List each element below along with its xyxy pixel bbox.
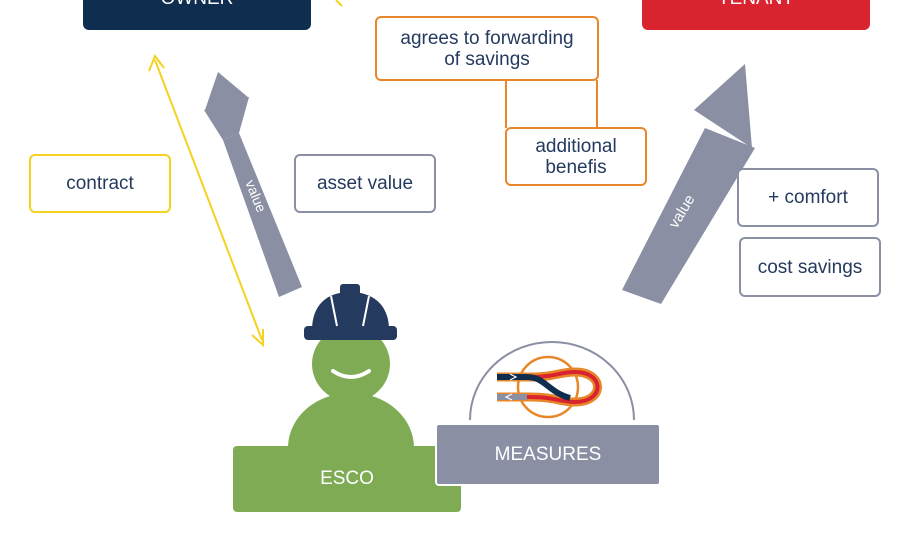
measures-dome xyxy=(469,341,635,421)
contract-box: contract xyxy=(29,154,171,213)
measures-bar: MEASURES xyxy=(435,423,661,486)
hard-hat-icon xyxy=(304,284,397,340)
esco-label: ESCO xyxy=(320,468,374,489)
contract-double-arrow xyxy=(148,53,264,348)
tenant-label: TENANT xyxy=(718,0,794,10)
value-arrow-owner xyxy=(204,72,302,297)
measures-loop-icon xyxy=(497,355,602,419)
owner-label: OWNER xyxy=(161,0,234,10)
contract-label: contract xyxy=(66,173,134,194)
comfort-label: + comfort xyxy=(768,187,848,208)
additional-line-1: additional xyxy=(535,135,617,157)
cost-savings-label: cost savings xyxy=(757,256,863,278)
asset-value-box: asset value xyxy=(294,154,436,213)
measures-label: MEASURES xyxy=(494,443,602,465)
cost-savings-box: cost savings xyxy=(739,237,881,297)
additional-benefits-box: additional benefis xyxy=(505,127,647,186)
yellow-tick xyxy=(335,0,343,7)
value-arrow-tenant xyxy=(622,64,755,304)
esco-bar: ESCO xyxy=(233,446,461,512)
agrees-line-2: of savings xyxy=(444,48,530,70)
agrees-line-1: agrees to forwarding xyxy=(400,27,574,49)
agrees-forwarding-box: agrees to forwarding of savings xyxy=(375,16,599,81)
asset-value-label: asset value xyxy=(316,173,414,194)
additional-line-2: benefis xyxy=(545,156,607,178)
owner-header: OWNER xyxy=(83,0,311,30)
comfort-box: + comfort xyxy=(737,168,879,227)
tenant-header: TENANT xyxy=(642,0,870,30)
esco-person xyxy=(288,326,414,448)
